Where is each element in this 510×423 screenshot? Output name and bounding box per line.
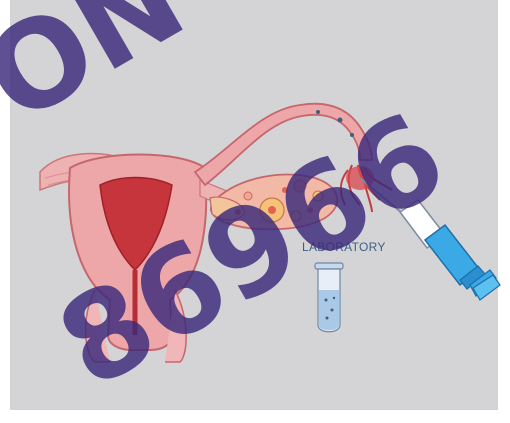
laboratory-label: LABORATORY [302, 240, 386, 254]
test-tube-icon [315, 263, 343, 332]
syringe-icon [360, 178, 500, 300]
